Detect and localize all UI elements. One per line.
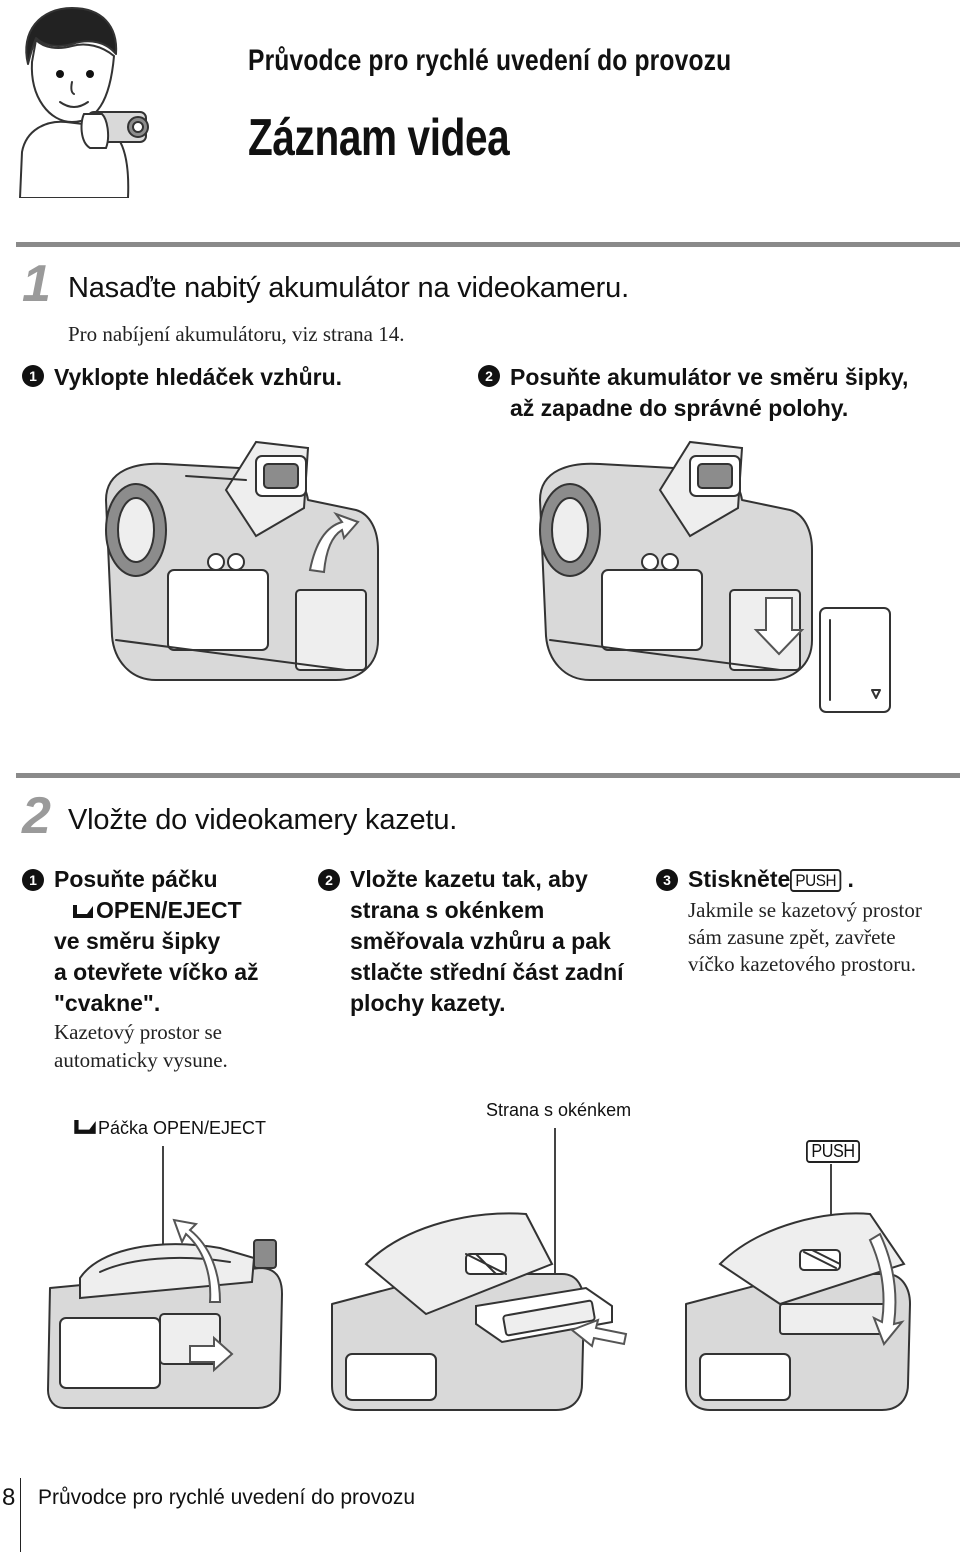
substep-line: směřovala vzhůru a pak <box>350 928 611 954</box>
substep-text: Vyklopte hledáček vzhůru. <box>54 364 343 390</box>
substep-note: Jakmile se kazetový prostor sám zasune z… <box>688 897 922 978</box>
leader-line <box>554 1128 556 1298</box>
open-eject-icon <box>73 905 93 918</box>
substep-line: strana s okénkem <box>350 897 545 923</box>
section-divider <box>16 773 960 778</box>
substep-line: stlačte střední část zadní <box>350 959 624 985</box>
substep-marker: 2 <box>478 365 500 387</box>
step-title: Vložte do videokamery kazetu. <box>68 804 458 836</box>
camcorder-open-lid-illustration <box>47 1218 283 1409</box>
substep-1: 1 <box>22 869 44 891</box>
step-number: 1 <box>22 255 51 313</box>
push-key-icon: PUSH <box>806 1140 861 1163</box>
push-key-icon: PUSH <box>790 869 842 893</box>
page-number: 8 <box>2 1484 16 1511</box>
note-line: víčko kazetového prostoru. <box>688 952 917 976</box>
step-title: Nasaďte nabitý akumulátor na videokameru… <box>68 272 629 304</box>
substep-line: "cvakne". <box>54 990 161 1016</box>
substep-2: 2 <box>478 365 500 387</box>
header-kicker: Průvodce pro rychlé uvedení do provozu <box>248 44 732 77</box>
callout-label: Páčka OPEN/EJECT <box>98 1118 267 1138</box>
note-line: Jakmile se kazetový prostor <box>688 898 922 922</box>
mascot-illustration <box>18 7 149 198</box>
push-key-callout: PUSH <box>806 1140 866 1163</box>
page-title: Záznam videa <box>248 109 510 167</box>
open-eject-icon <box>74 1120 96 1134</box>
footer-divider <box>20 1478 21 1552</box>
camcorder-viewfinder-illustration <box>105 440 379 681</box>
substep-note: Kazetový prostor se automaticky vysune. <box>54 1018 228 1074</box>
substep-3: 3 <box>656 869 678 891</box>
substep-text: Posuňte páčku OPEN/EJECT ve směru šipky … <box>54 864 259 1019</box>
substep-text: Vložte kazetu tak, aby strana s okénkem … <box>350 864 624 1019</box>
substep-2: 2 <box>318 869 340 891</box>
substep-marker: 1 <box>22 869 44 891</box>
note-line: sám zasune zpět, zavřete <box>688 925 896 949</box>
substep-line: OPEN/EJECT <box>96 897 242 923</box>
substep-marker: 1 <box>22 365 44 387</box>
substep-line: Posuňte páčku <box>54 866 218 892</box>
substep-line: a otevřete víčko až <box>54 959 259 985</box>
note-line: Kazetový prostor se <box>54 1020 222 1044</box>
substep-line: ve směru šipky <box>54 928 221 954</box>
substep-1: 1 <box>22 365 44 387</box>
note-line: automaticky vysune. <box>54 1048 228 1072</box>
step-number: 2 <box>22 787 51 845</box>
substep-line: Vložte kazetu tak, aby <box>350 866 588 892</box>
substep-trail: . <box>847 866 854 892</box>
open-eject-line: OPEN/EJECT <box>54 895 259 926</box>
step-note: Pro nabíjení akumulátoru, viz strana 14. <box>68 322 405 346</box>
substep-text-line: Posuňte akumulátor ve směru šipky, <box>510 364 909 390</box>
section-divider <box>16 242 960 247</box>
camcorder-insert-cassette-illustration <box>331 1212 628 1411</box>
substep-line: plochy kazety. <box>350 990 506 1016</box>
substep-lead: Stiskněte <box>688 866 791 892</box>
window-side-callout: Strana s okénkem <box>486 1100 632 1120</box>
camcorder-battery-illustration <box>539 440 891 713</box>
lever-callout: Páčka OPEN/EJECT <box>72 1118 266 1139</box>
footer-text: Průvodce pro rychlé uvedení do provozu <box>38 1486 416 1509</box>
camcorder-close-lid-illustration <box>685 1212 911 1411</box>
substep-text-line: až zapadne do správné polohy. <box>510 395 849 421</box>
leader-line <box>162 1146 164 1336</box>
substep-marker: 3 <box>656 869 678 891</box>
substep-marker: 2 <box>318 869 340 891</box>
